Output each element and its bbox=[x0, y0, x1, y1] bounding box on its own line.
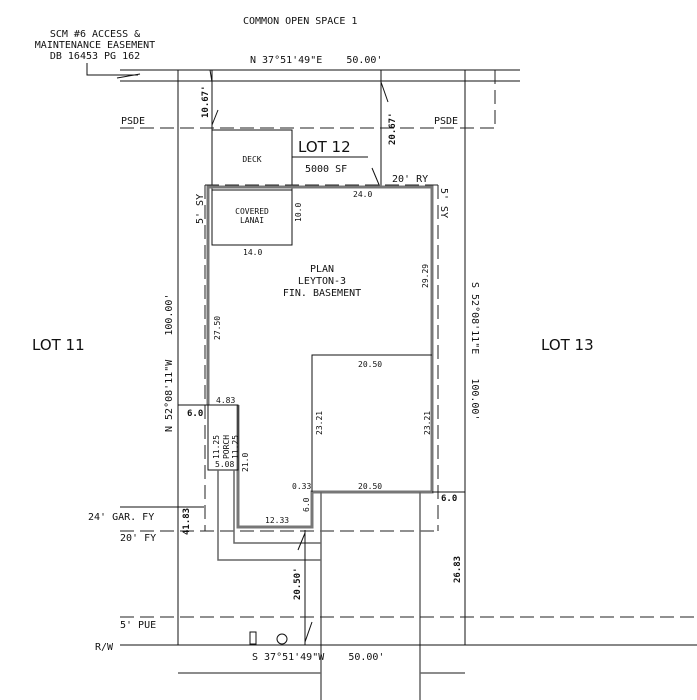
porch bbox=[207, 404, 239, 471]
plan-basement: FIN. BASEMENT bbox=[283, 288, 361, 299]
lanai-label: LANAI bbox=[240, 216, 264, 225]
dim-label: 6.0 bbox=[187, 409, 203, 419]
dim-label: 0.33 bbox=[292, 482, 311, 491]
psde-label: PSDE bbox=[121, 116, 145, 127]
easement-label: DB 16453 PG 162 bbox=[50, 51, 140, 62]
dim-label: 27.50 bbox=[213, 316, 222, 340]
tick bbox=[304, 621, 313, 643]
lanai-label: COVERED bbox=[235, 207, 269, 216]
tick bbox=[297, 532, 306, 551]
dim-label: 10.67' bbox=[201, 85, 211, 118]
dim-label: 6.0 bbox=[302, 497, 311, 512]
dim-label: 11.25 bbox=[231, 435, 240, 459]
dim-label: 14.0 bbox=[243, 248, 262, 257]
pue-label: 5' PUE bbox=[120, 620, 156, 631]
dim-label: 23.21 bbox=[315, 411, 324, 435]
walkway bbox=[217, 470, 321, 561]
tick bbox=[211, 109, 219, 126]
dim-label: 10.0 bbox=[294, 203, 303, 222]
leader-arrow bbox=[116, 73, 141, 79]
easement-label: SCM #6 ACCESS & bbox=[50, 29, 140, 40]
tick bbox=[380, 81, 389, 103]
house-outline bbox=[206, 185, 434, 529]
dim-label: 41.83 bbox=[182, 508, 192, 535]
utility-box-icon bbox=[249, 631, 257, 645]
easement-leader bbox=[86, 63, 138, 76]
lot-name: LOT 12 bbox=[298, 138, 351, 156]
dim-label: 11.25 bbox=[212, 435, 221, 459]
deck-label: DECK bbox=[242, 155, 261, 164]
porch-label: PORCH bbox=[222, 435, 231, 459]
covered-lanai bbox=[211, 189, 293, 246]
dim-label: 12.33 bbox=[265, 516, 289, 525]
west-bearing: N 52°08'11"W 100.00' bbox=[164, 294, 175, 432]
dim-label: 20.50 bbox=[358, 482, 382, 491]
utility-pole-icon bbox=[276, 633, 288, 645]
dim-label: 20.67' bbox=[388, 112, 398, 145]
north-bearing: N 37°51'49"E 50.00' bbox=[250, 55, 382, 66]
dim-label: 29.29 bbox=[421, 264, 430, 288]
walkway bbox=[233, 470, 321, 544]
rw-label: R/W bbox=[95, 642, 114, 653]
dim-label: 21.0 bbox=[241, 453, 250, 472]
east-bearing: S 52°08'11"E 100.00' bbox=[469, 282, 480, 420]
lot-right-label: LOT 13 bbox=[541, 336, 594, 354]
garage-outline bbox=[311, 354, 432, 492]
dim-label: 6.0 bbox=[441, 494, 457, 504]
plan-label: PLAN bbox=[310, 264, 334, 275]
tick bbox=[371, 167, 381, 188]
side-yard-label: 5' SY bbox=[438, 188, 449, 218]
dim-label: 24.0 bbox=[353, 190, 372, 199]
easement-label: MAINTENANCE EASEMENT bbox=[35, 40, 155, 51]
tick bbox=[209, 69, 213, 83]
south-bearing: S 37°51'49"W 50.00' bbox=[252, 652, 384, 663]
rear-yard-label: 20' RY bbox=[392, 174, 428, 185]
dim-label: 20.50' bbox=[293, 567, 303, 600]
side-yard-label: 5' SY bbox=[195, 194, 206, 224]
lot-left-label: LOT 11 bbox=[32, 336, 85, 354]
garage-front-yard-label: 24' GAR. FY bbox=[88, 512, 154, 523]
dim-label: 26.83 bbox=[453, 556, 463, 583]
front-yard-label: 20' FY bbox=[120, 533, 156, 544]
dim-label: 20.50 bbox=[358, 360, 382, 369]
lot-area: 5000 SF bbox=[305, 164, 347, 175]
dim-label: 5.08 bbox=[215, 460, 234, 469]
plan-model: LEYTON-3 bbox=[298, 276, 346, 287]
dim-label: 4.83 bbox=[216, 396, 235, 405]
dim-label: 23.21 bbox=[423, 411, 432, 435]
psde-label: PSDE bbox=[434, 116, 458, 127]
common-open-space-label: COMMON OPEN SPACE 1 bbox=[243, 16, 357, 27]
